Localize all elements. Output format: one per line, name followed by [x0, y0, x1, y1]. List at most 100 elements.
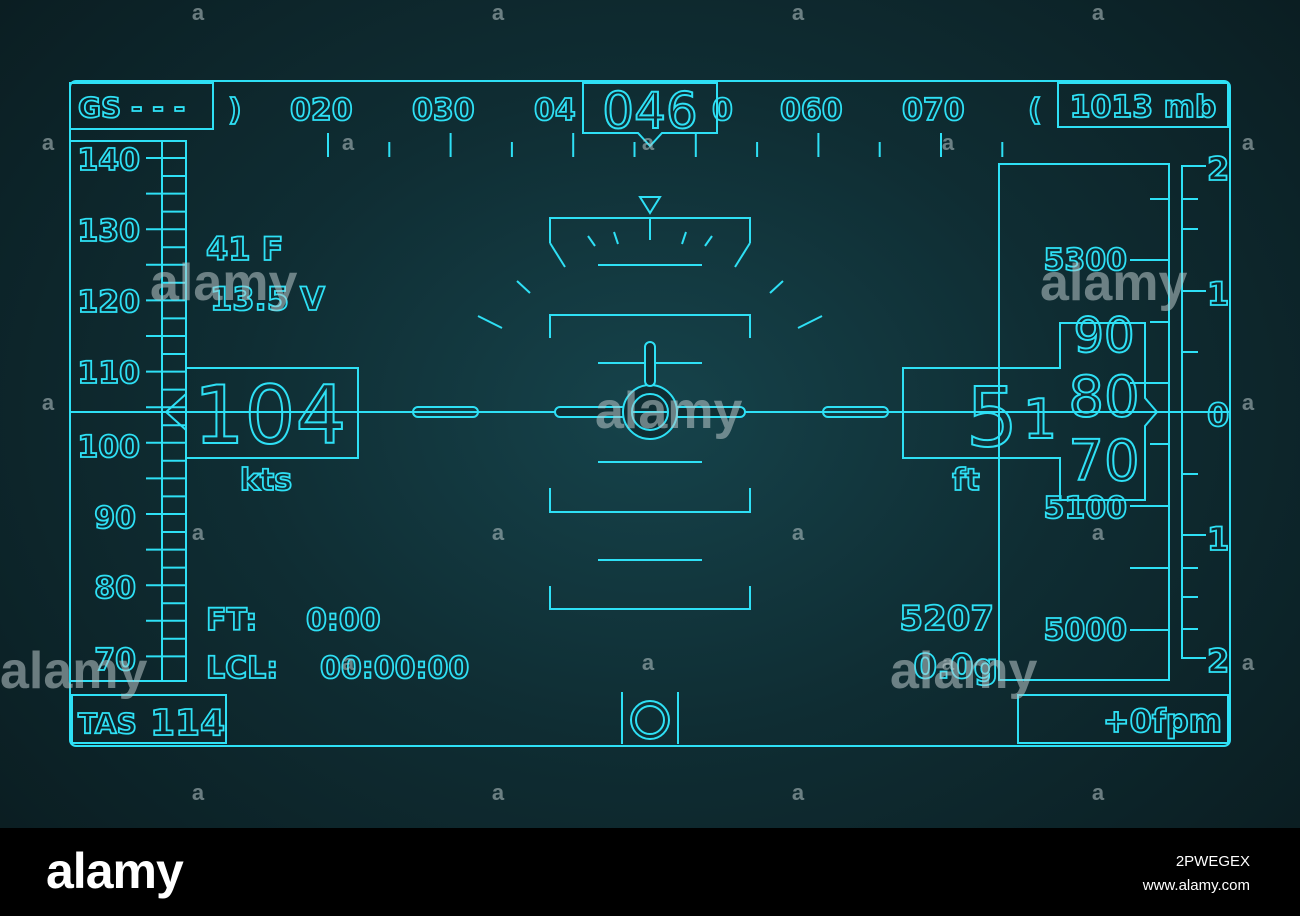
airspeed-label: 130 — [77, 214, 140, 249]
heading-tick-label: 070 — [902, 93, 965, 128]
airspeed-label: 100 — [77, 430, 140, 465]
airspeed-value: 104 — [194, 369, 347, 462]
altitude-value-big: 5 — [966, 371, 1018, 466]
baro-setting: 1013 mb — [1070, 90, 1217, 125]
turn-coordinator-ball-icon — [621, 692, 679, 744]
altitude-tape — [998, 163, 1170, 681]
stock-info: 2PWEGEX www.alamy.com — [1143, 850, 1250, 898]
altitude-scale: 5300 5100 5000 — [1043, 242, 1128, 649]
watermark-mark: a — [642, 650, 655, 675]
vsi-label: 2 — [1207, 150, 1229, 188]
airspeed-unit: kts — [240, 463, 292, 498]
vertical-speed-readout: +0fpm — [1103, 702, 1222, 740]
heading-value: 046 — [602, 82, 697, 140]
watermark-mark: a — [192, 520, 205, 545]
altitude-readout: 5 1 90 80 70 — [902, 307, 1159, 501]
watermark-marks: a a a a a a a a a a a a a a a a a a a a a a a — [42, 0, 1255, 805]
altitude-drum-lower: 70 — [1068, 429, 1139, 494]
tas-label: TAS — [78, 707, 137, 740]
heading-tick-label: 04 — [534, 93, 576, 128]
vs-box — [1017, 694, 1229, 744]
heading-tick-label: 060 — [780, 93, 843, 128]
watermark-mark: a — [492, 520, 505, 545]
vsi-label: 1 — [1207, 520, 1229, 558]
watermark-mark: a — [1242, 130, 1255, 155]
tas-box — [71, 694, 227, 744]
heading-ticks — [327, 133, 1004, 157]
roll-scale — [477, 196, 823, 329]
heading-tick-label: ) — [228, 93, 242, 128]
oat-readout: 41 F — [206, 230, 284, 268]
altitude-label: 5000 — [1044, 613, 1128, 648]
vsi-label: 2 — [1207, 642, 1229, 680]
watermark-mark: a — [792, 0, 805, 25]
heading-tick-label: ( — [1028, 93, 1042, 128]
altitude-drum-upper: 90 — [1073, 308, 1134, 364]
airspeed-label: 90 — [94, 501, 136, 536]
watermark-mark: a — [42, 130, 55, 155]
watermark-mark: a — [1092, 0, 1105, 25]
local-time-value: 00:00:00 — [320, 651, 469, 686]
baro-box — [1057, 82, 1229, 128]
watermark-mark: a — [1242, 390, 1255, 415]
pfd-graphic: GS - - - ) 020 030 04 0 060 070 ( 046 10… — [0, 0, 1255, 805]
altitude-label: 5100 — [1044, 491, 1128, 526]
altitude-drum-current: 80 — [1068, 365, 1139, 430]
watermark-mark: a — [942, 130, 955, 155]
baro-altitude: 5207 — [899, 599, 994, 639]
airspeed-label: 110 — [77, 356, 140, 391]
heading-tick-label: 030 — [412, 93, 475, 128]
heading-tick-label: 0 — [712, 93, 733, 128]
pitch-ladder — [549, 314, 751, 610]
altitude-ticks — [1130, 198, 1169, 631]
tas-value: 114 — [150, 703, 225, 744]
watermark-mark: a — [42, 390, 55, 415]
watermark-mark: a — [942, 650, 955, 675]
gs-label: GS - - - — [78, 91, 185, 124]
airspeed-ticks — [146, 157, 186, 658]
watermark-text: alamy — [595, 382, 743, 440]
vertical-speed-scale: 2 1 0 1 2 — [1181, 149, 1230, 681]
watermark-mark: a — [342, 130, 355, 155]
flight-time-label: FT: — [206, 603, 257, 638]
heading-indicator: 046 — [582, 81, 718, 148]
heading-tick-label: 020 — [290, 93, 353, 128]
altitude-unit: ft — [952, 463, 979, 498]
watermark-text: alamy — [1040, 254, 1188, 312]
altitude-value-mid: 1 — [1023, 388, 1057, 451]
watermark-mark: a — [192, 780, 205, 805]
airspeed-scale: 140 130 120 110 100 90 80 70 — [76, 142, 140, 679]
watermark-mark: a — [792, 780, 805, 805]
voltage-readout: 13.5 V — [210, 280, 325, 318]
airspeed-label: 140 — [77, 143, 140, 178]
vsi-label: 1 — [1207, 275, 1229, 313]
watermark-mark: a — [1242, 650, 1255, 675]
watermark-mark: a — [1092, 520, 1105, 545]
airspeed-label: 70 — [94, 643, 136, 678]
airspeed-readout: 104 — [164, 367, 359, 463]
watermark-logos: alamy alamy alamy alamy alamy — [0, 254, 1188, 700]
watermark-mark: a — [1092, 780, 1105, 805]
aircraft-symbol-icon — [412, 341, 889, 440]
stock-id: 2PWEGEX — [1175, 853, 1250, 870]
watermark-mark: a — [342, 650, 355, 675]
watermark-mark: a — [192, 0, 205, 25]
watermark-text: alamy — [890, 642, 1038, 700]
watermark-text: alamy — [0, 642, 148, 700]
watermark-mark: a — [492, 780, 505, 805]
airspeed-label: 120 — [77, 285, 140, 320]
airspeed-label: 80 — [94, 571, 136, 606]
watermark-mark: a — [492, 0, 505, 25]
flight-time-value: 0:00 — [306, 603, 381, 638]
watermark-text: alamy — [150, 254, 298, 312]
gs-box — [69, 82, 214, 130]
watermark-mark: a — [642, 130, 655, 155]
g-load-readout: 0.0g — [913, 647, 998, 687]
watermark-mark: a — [792, 520, 805, 545]
stock-footer: alamy 2PWEGEX www.alamy.com — [0, 828, 1300, 916]
stock-site: www.alamy.com — [1142, 877, 1250, 894]
stock-logo: alamy — [46, 843, 184, 899]
vsi-label: 0 — [1207, 396, 1229, 434]
local-time-label: LCL: — [206, 651, 278, 686]
